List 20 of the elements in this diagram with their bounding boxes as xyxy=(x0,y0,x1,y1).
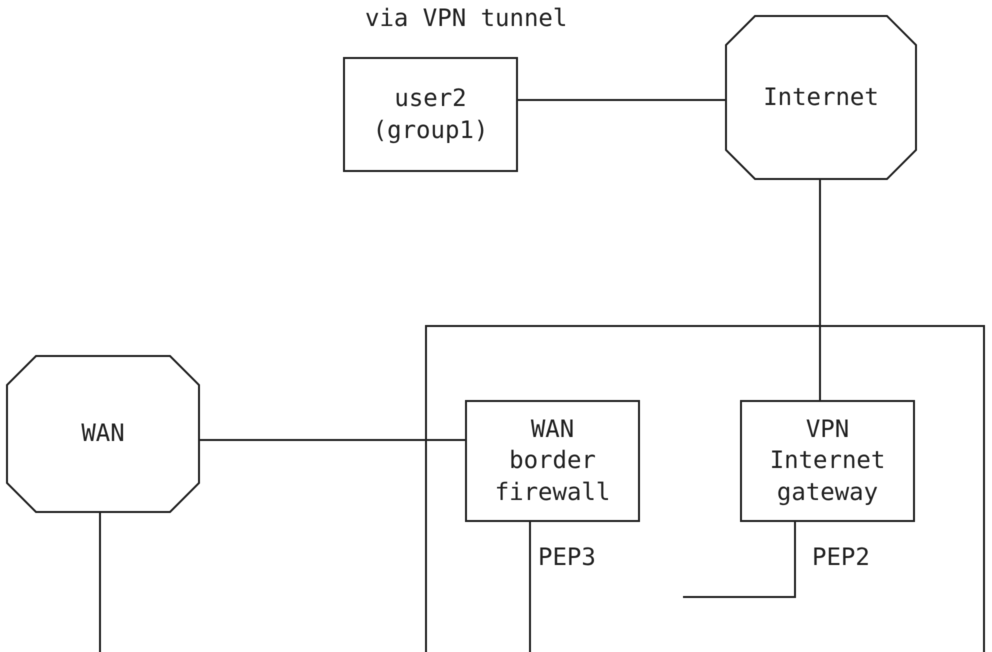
connector-line xyxy=(529,522,531,652)
annotation-text: via VPN tunnel xyxy=(365,4,568,33)
connector-line xyxy=(518,99,725,101)
connector-line xyxy=(819,180,821,400)
port-label: PEP2 xyxy=(812,543,870,572)
node-label: WAN border firewall xyxy=(494,414,612,508)
network-box xyxy=(343,57,518,172)
connector-line xyxy=(683,522,796,598)
enclosure-box xyxy=(425,325,985,652)
port-label: PEP3 xyxy=(538,543,596,572)
connector-line xyxy=(200,439,465,441)
network-box xyxy=(740,400,915,522)
network-octagon xyxy=(6,355,200,513)
network-octagon xyxy=(725,15,917,180)
node-label: user2 (group1) xyxy=(372,83,490,146)
network-box xyxy=(465,400,640,522)
connector-line xyxy=(99,513,101,652)
node-label: Internet xyxy=(763,82,879,113)
node-label: WAN xyxy=(81,418,125,450)
node-label: VPN Internet gateway xyxy=(768,414,886,508)
